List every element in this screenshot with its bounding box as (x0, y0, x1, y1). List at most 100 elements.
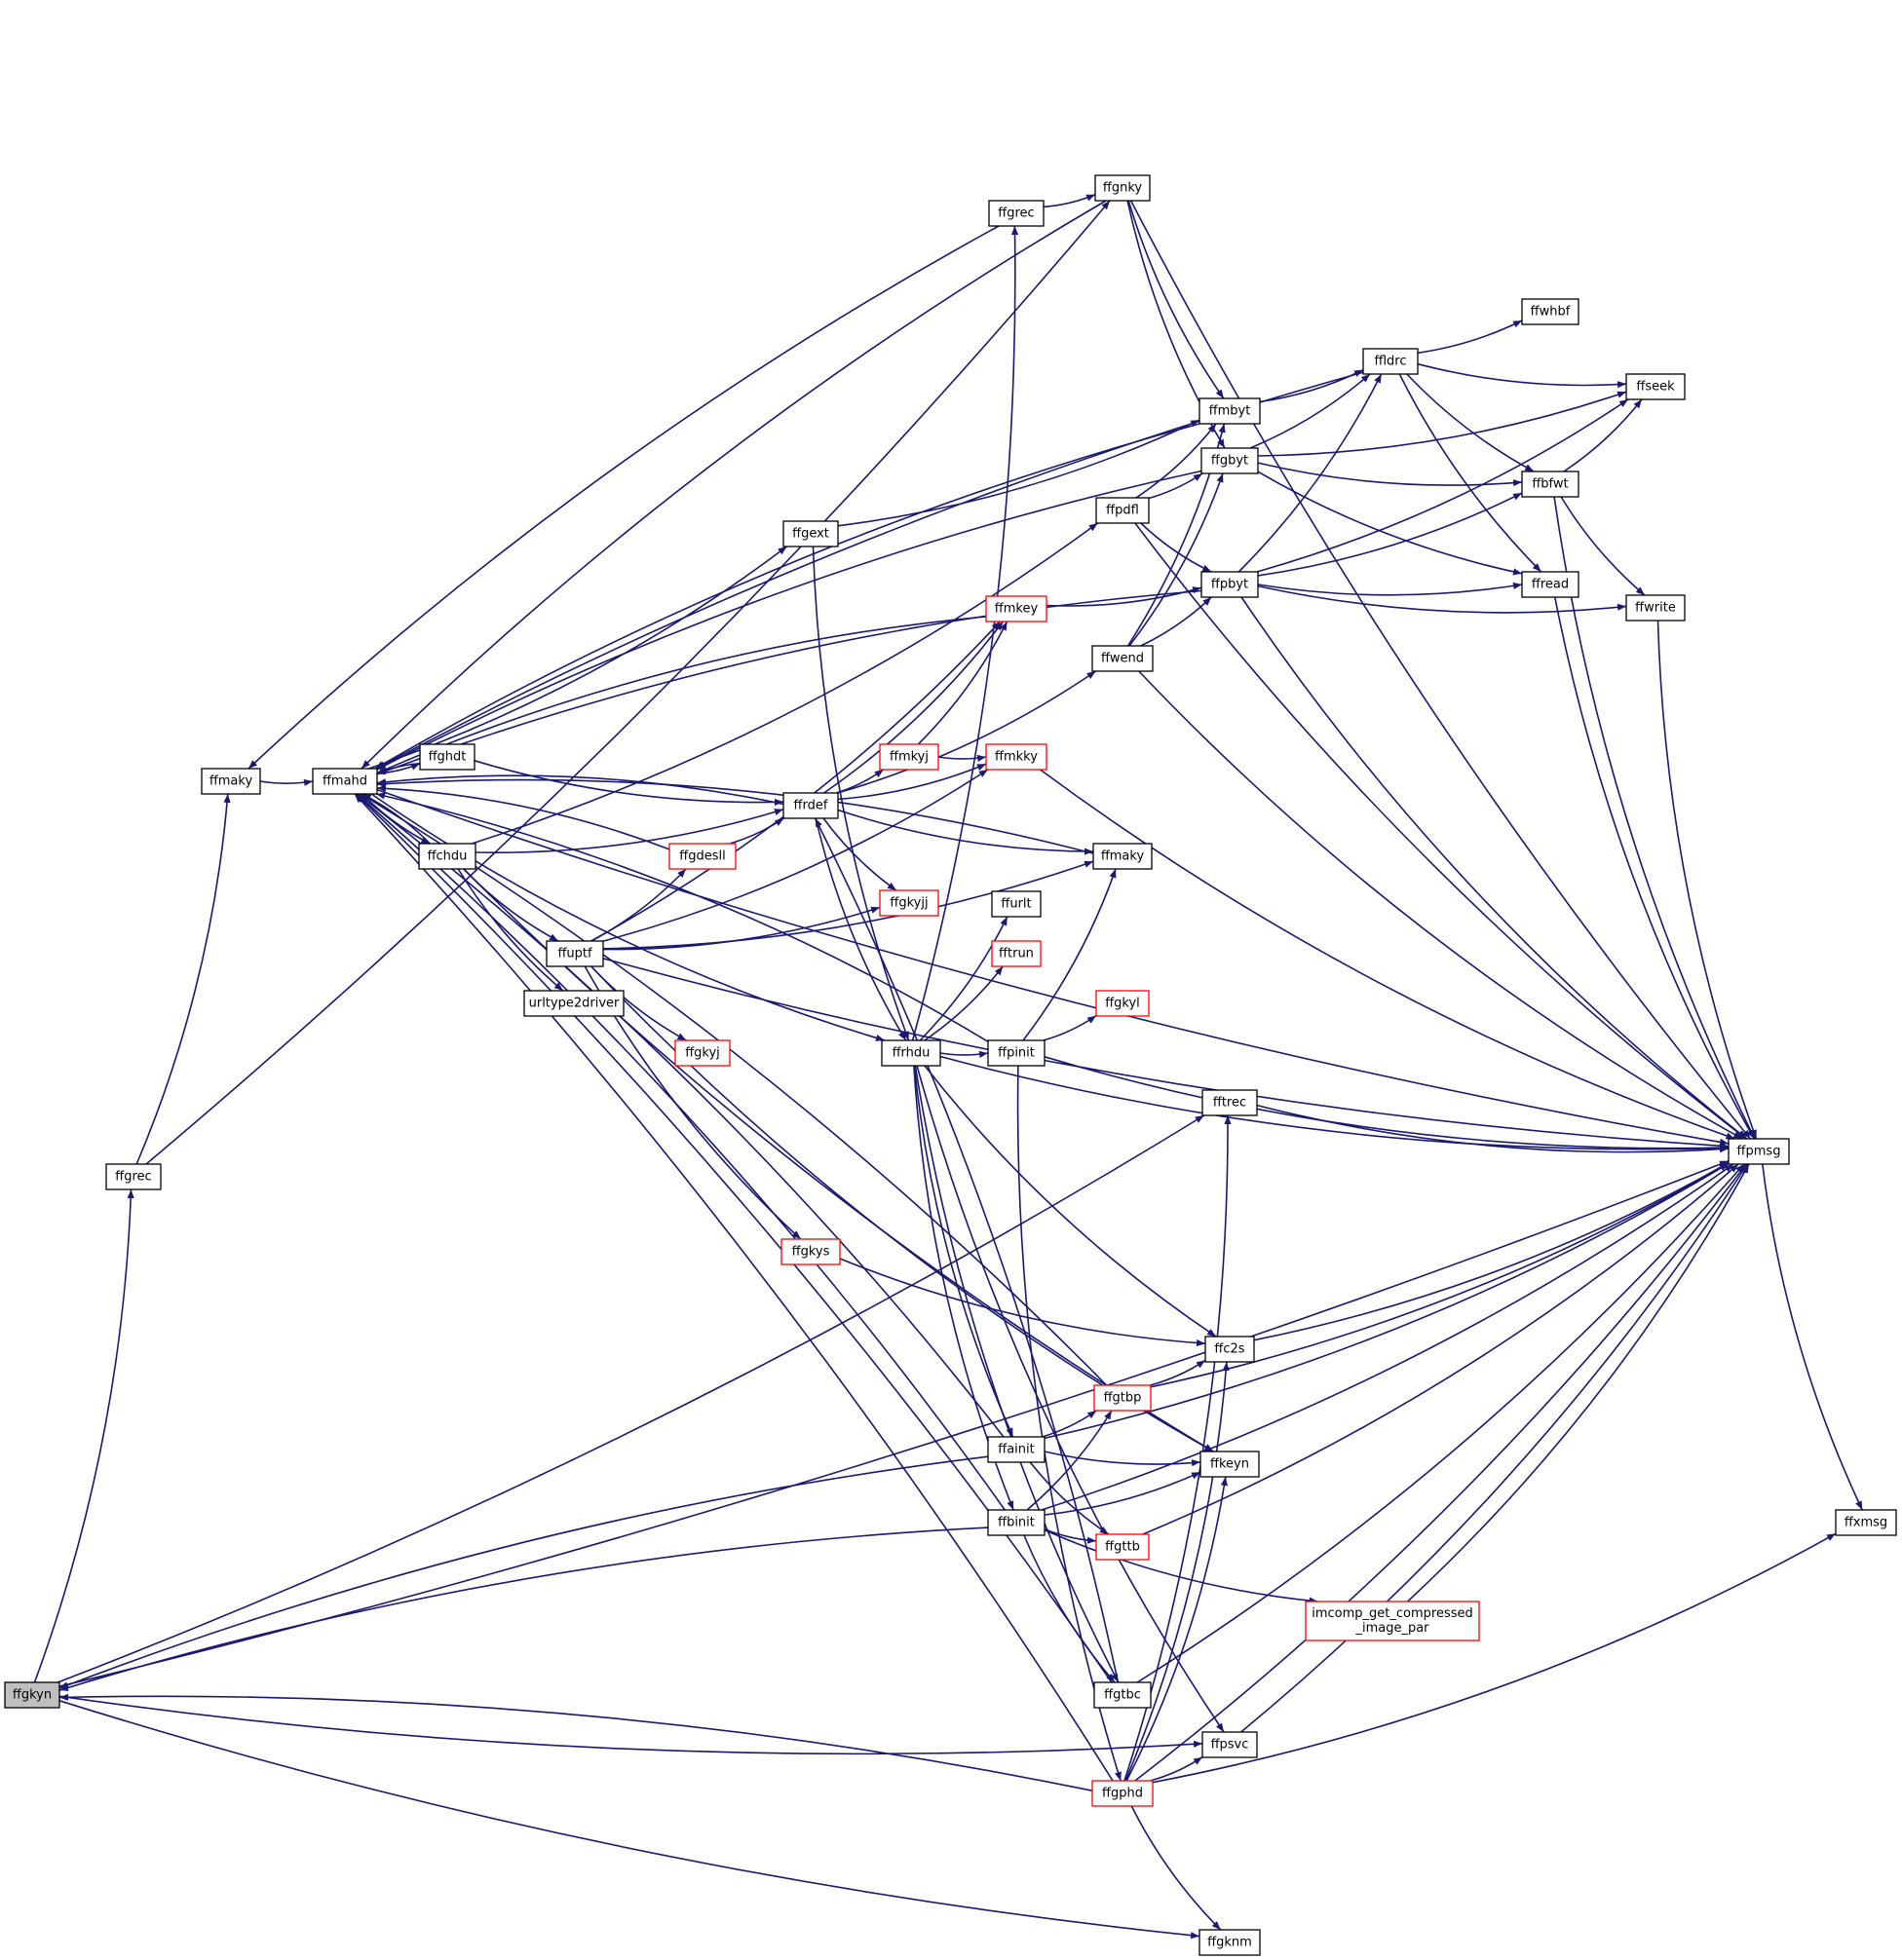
node-label: ffainit (998, 1443, 1034, 1457)
node-ffpsvc[interactable]: ffpsvc (1201, 1731, 1258, 1758)
node-ffkeyn[interactable]: ffkeyn (1199, 1451, 1260, 1478)
edge-ffmahd-to-ffpmsg (376, 788, 1730, 1146)
node-ffgdesll[interactable]: ffgdesll (668, 843, 737, 870)
node-box (991, 890, 1042, 918)
node-box (1201, 1731, 1258, 1758)
edge-ffldrc-to-ffseek (1417, 362, 1627, 389)
node-ffgrec1[interactable]: ffgrec (105, 1163, 162, 1190)
node-ffldrc[interactable]: ffldrc (1362, 348, 1419, 375)
node-ffgkyl[interactable]: ffgkyl (1095, 990, 1150, 1017)
node-ffuptf[interactable]: ffuptf (546, 940, 604, 967)
edge-ffgnky-to-ffmbyt (1127, 200, 1225, 399)
edge-ffwrite-to-ffpmsg (1656, 620, 1758, 1140)
node-ffxmsg[interactable]: ffxmsg (1835, 1509, 1897, 1536)
node-ffwhbf[interactable]: ffwhbf (1521, 298, 1579, 325)
node-ffgkys[interactable]: ffgkys (780, 1238, 841, 1265)
node-ffgrec2[interactable]: ffgrec (988, 200, 1045, 227)
node-ffgkyjj[interactable]: ffgkyjj (879, 889, 939, 917)
edge-ffpbyt-to-ffmahd (376, 589, 1202, 775)
node-ffc2s[interactable]: ffc2s (1204, 1336, 1255, 1363)
node-ffmahd[interactable]: ffmahd (312, 768, 378, 795)
node-label: ffmaky (1101, 849, 1145, 864)
node-box (991, 940, 1042, 967)
node-ffrhdu[interactable]: ffrhdu (881, 1039, 941, 1067)
edge-ffrhdu-to-fftrun (924, 965, 1004, 1041)
node-label: ffldrc (1374, 355, 1406, 369)
node-ffmkky[interactable]: ffmkky (985, 743, 1047, 771)
node-ffgkyj[interactable]: ffgkyj (674, 1039, 731, 1067)
node-ffgttb[interactable]: ffgttb (1095, 1533, 1150, 1561)
node-ffurlt[interactable]: ffurlt (991, 890, 1042, 918)
node-urltype2driver[interactable]: urltype2driver (523, 990, 625, 1017)
node-ffghdt[interactable]: ffghdt (419, 743, 476, 771)
node-box (105, 1163, 162, 1190)
node-imcomp[interactable]: imcomp_get_compressed_image_par (1305, 1601, 1480, 1641)
node-box (1093, 1681, 1152, 1709)
node-label: ffwhbf (1531, 305, 1571, 320)
edge-ffbinit-to-ffmahd (356, 793, 1006, 1511)
node-box (988, 200, 1045, 227)
edge-ffuptf-to-ffpmsg (602, 958, 1730, 1150)
edge-ffpbyt-to-ffpmsg (1240, 596, 1748, 1140)
edge-ffgphd-to-ffmahd (354, 793, 1114, 1782)
node-label: ffgext (792, 527, 829, 542)
node-ffgphd[interactable]: ffgphd (1091, 1780, 1154, 1807)
node-ffwrite[interactable]: ffwrite (1625, 594, 1686, 622)
edge-ffwend-to-ffgbyt (1128, 472, 1224, 647)
edge-ffgtbc-to-ffmahd (355, 793, 1113, 1683)
node-fftrec[interactable]: fftrec (1201, 1089, 1258, 1116)
edge-ffrhdu-to-ffc2s (924, 1065, 1217, 1338)
node-label: ffc2s (1214, 1342, 1244, 1357)
node-ffgknm[interactable]: ffgknm (1198, 1929, 1261, 1956)
node-ffmaky1[interactable]: ffmaky (201, 768, 261, 795)
node-ffgbyt[interactable]: ffgbyt (1200, 447, 1259, 474)
node-box (1201, 1089, 1258, 1116)
edge-ffbfwt-to-ffseek (1563, 398, 1643, 472)
node-ffchdu[interactable]: ffchdu (418, 843, 476, 870)
edge-ffchdu-to-ffrdef (475, 809, 784, 853)
node-box (1092, 843, 1153, 870)
node-ffgext[interactable]: ffgext (782, 520, 839, 547)
node-label: ffmkyj (890, 750, 929, 765)
node-ffread[interactable]: ffread (1521, 571, 1579, 598)
node-ffgtbp[interactable]: ffgtbp (1093, 1384, 1152, 1412)
node-ffpbyt[interactable]: ffpbyt (1200, 571, 1259, 598)
node-box (782, 520, 839, 547)
node-ffwend[interactable]: ffwend (1091, 645, 1154, 672)
node-ffpmsg[interactable]: ffpmsg (1728, 1138, 1790, 1165)
edge-ffgphd-to-ffc2s (1124, 1361, 1230, 1782)
edge-ffgphd-to-ffpsvc (1150, 1756, 1203, 1782)
edge-ffuptf-to-ffmkky (602, 769, 989, 942)
node-label: ffgknm (1207, 1936, 1252, 1950)
node-fftrun[interactable]: fftrun (991, 940, 1042, 967)
node-ffpinit[interactable]: ffpinit (987, 1039, 1046, 1067)
node-box (879, 743, 939, 771)
edge-ffwend-to-ffpmsg (1138, 670, 1743, 1140)
node-label: ffgkyjj (890, 896, 928, 911)
node-ffmkyj[interactable]: ffmkyj (879, 743, 939, 771)
edge-ffmkey-to-ffmahd (376, 616, 987, 774)
edge-ffgphd-to-ffpmsg (1134, 1163, 1747, 1782)
edge-ffgext-to-ffmbyt (837, 419, 1200, 527)
node-ffmkey[interactable]: ffmkey (985, 595, 1047, 622)
edge-ffbfwt-to-ffwrite (1560, 496, 1646, 596)
node-ffgkyn[interactable]: ffgkyn (4, 1681, 60, 1709)
node-ffrdef[interactable]: ffrdef (782, 792, 839, 819)
edge-ffbinit-to-imcomp (1044, 1528, 1318, 1604)
node-box (674, 1039, 731, 1067)
node-ffgtbc[interactable]: ffgtbc (1093, 1681, 1152, 1709)
node-ffbfwt[interactable]: ffbfwt (1521, 471, 1579, 498)
node-box (1204, 1336, 1255, 1363)
edge-ffgtbc-to-ffrdef (814, 817, 1120, 1683)
node-ffseek[interactable]: ffseek (1625, 373, 1686, 400)
node-ffmaky2[interactable]: ffmaky (1092, 843, 1153, 870)
node-ffbinit[interactable]: ffbinit (987, 1509, 1046, 1536)
edge-ffrdef-to-ffmaky2 (837, 809, 1094, 855)
node-ffpdfl[interactable]: ffpdfl (1095, 497, 1150, 524)
node-box (1200, 571, 1259, 598)
node-ffainit[interactable]: ffainit (987, 1436, 1046, 1463)
node-ffgnky[interactable]: ffgnky (1094, 174, 1151, 202)
node-ffmbyt[interactable]: ffmbyt (1198, 397, 1261, 425)
node-box (782, 792, 839, 819)
node-box (4, 1681, 60, 1709)
